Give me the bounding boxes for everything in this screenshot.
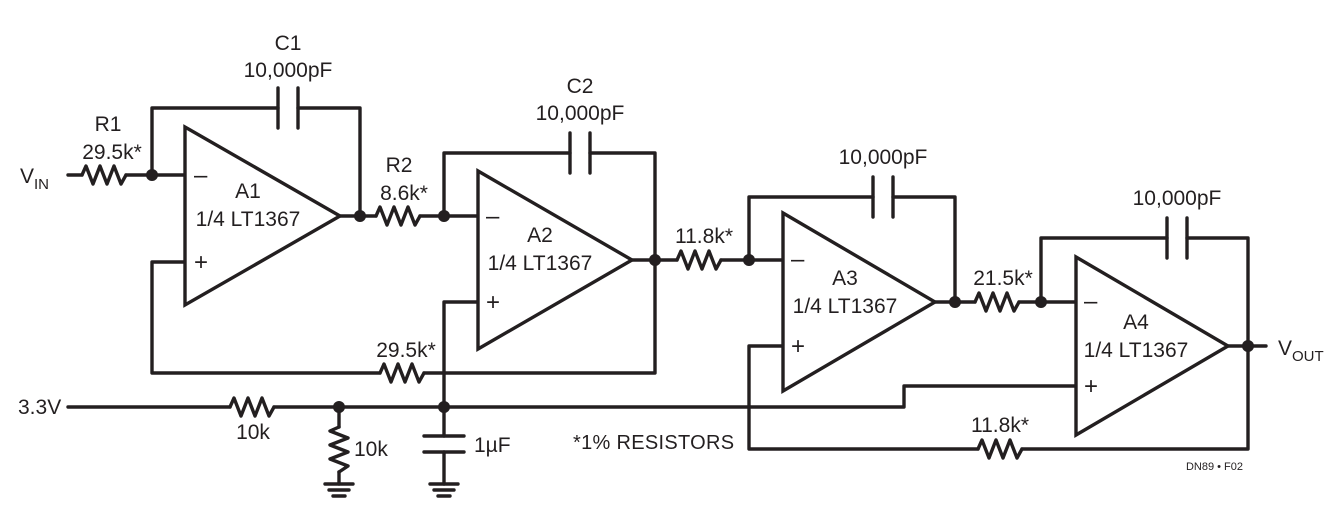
resistor-r2	[374, 205, 422, 227]
opamp-a3-part: 1/4 LT1367	[793, 295, 898, 318]
capacitor-c4	[1165, 216, 1189, 260]
opamp-a3-plus: +	[791, 333, 805, 360]
supply-label: 3.3V	[18, 396, 61, 419]
junction-dot	[438, 401, 450, 413]
r-feedback-a3-value: 11.8k*	[971, 414, 1029, 437]
c1-name: C1	[275, 32, 302, 55]
resistor-r1	[80, 164, 128, 186]
opamp-a2-name: A2	[527, 224, 553, 247]
opamp-a1-minus: –	[194, 162, 208, 189]
junctions	[146, 169, 1254, 413]
junction-dot	[333, 401, 345, 413]
r-feedback-a1-value: 29.5k*	[376, 339, 436, 362]
r-a3-a4-value: 21.5k*	[973, 267, 1033, 290]
opamp-a1-plus: +	[194, 249, 208, 276]
opamp-a1: – + A1 1/4 LT1367	[183, 124, 344, 308]
r-divider-bottom-value: 10k	[354, 438, 388, 461]
r2-name: R2	[386, 154, 413, 177]
ground-icon	[428, 482, 460, 498]
opamp-a4-name: A4	[1123, 311, 1149, 334]
c-bypass-value: 1µF	[474, 434, 511, 457]
opamp-a3-minus: –	[791, 246, 805, 273]
c3-value: 10,000pF	[839, 146, 928, 169]
opamp-a1-part: 1/4 LT1367	[196, 208, 301, 231]
opamp-a2: – + A2 1/4 LT1367	[476, 168, 636, 352]
junction-dot	[438, 210, 450, 222]
opamp-a3-name: A3	[832, 267, 858, 290]
resistor-divider-top	[228, 396, 276, 418]
resistor-a3-a4	[973, 291, 1021, 313]
component-labels: VIN R1 29.5k* C1 10,000pF R2 8.6k* C2 10…	[18, 32, 1324, 473]
resistor-divider-bottom	[328, 425, 350, 474]
junction-dot	[743, 254, 755, 266]
junction-dot	[649, 254, 661, 266]
capacitor-c2	[568, 131, 592, 175]
c4-value: 10,000pF	[1133, 187, 1222, 210]
r-a2-a3-value: 11.8k*	[675, 225, 733, 248]
vin-label: VIN	[20, 165, 49, 193]
capacitor-bypass	[422, 434, 466, 454]
vout-label: VOUT	[1278, 337, 1324, 365]
footnote: *1% RESISTORS	[573, 432, 734, 454]
opamp-a4-plus: +	[1084, 373, 1098, 400]
r-divider-top-value: 10k	[236, 421, 270, 444]
opamp-a2-minus: –	[486, 203, 500, 230]
opamp-a1-name: A1	[235, 180, 261, 203]
figure-id: DN89 • F02	[1186, 461, 1243, 473]
junction-dot	[949, 296, 961, 308]
capacitor-c1	[276, 86, 300, 130]
junction-dot	[354, 210, 366, 222]
opamp-a3: – + A3 1/4 LT1367	[781, 210, 939, 394]
opamp-a4-part: 1/4 LT1367	[1084, 339, 1189, 362]
c1-value: 10,000pF	[244, 59, 333, 82]
c2-name: C2	[567, 75, 594, 98]
opamp-a4: – + A4 1/4 LT1367	[1074, 254, 1232, 438]
resistor-feedback-a3	[976, 438, 1024, 460]
capacitor-c3	[871, 175, 895, 219]
ground-icon	[323, 482, 355, 498]
r1-value: 29.5k*	[82, 141, 142, 164]
junction-dot	[1242, 340, 1254, 352]
opamp-a2-part: 1/4 LT1367	[488, 252, 593, 275]
resistor-feedback-a1	[378, 362, 426, 384]
c2-value: 10,000pF	[536, 102, 625, 125]
resistor-a2-a3	[675, 249, 723, 271]
junction-dot	[1035, 296, 1047, 308]
opamp-a2-plus: +	[486, 289, 500, 316]
opamp-a4-minus: –	[1084, 288, 1098, 315]
r2-value: 8.6k*	[380, 182, 428, 205]
junction-dot	[146, 169, 158, 181]
r1-name: R1	[95, 113, 122, 136]
